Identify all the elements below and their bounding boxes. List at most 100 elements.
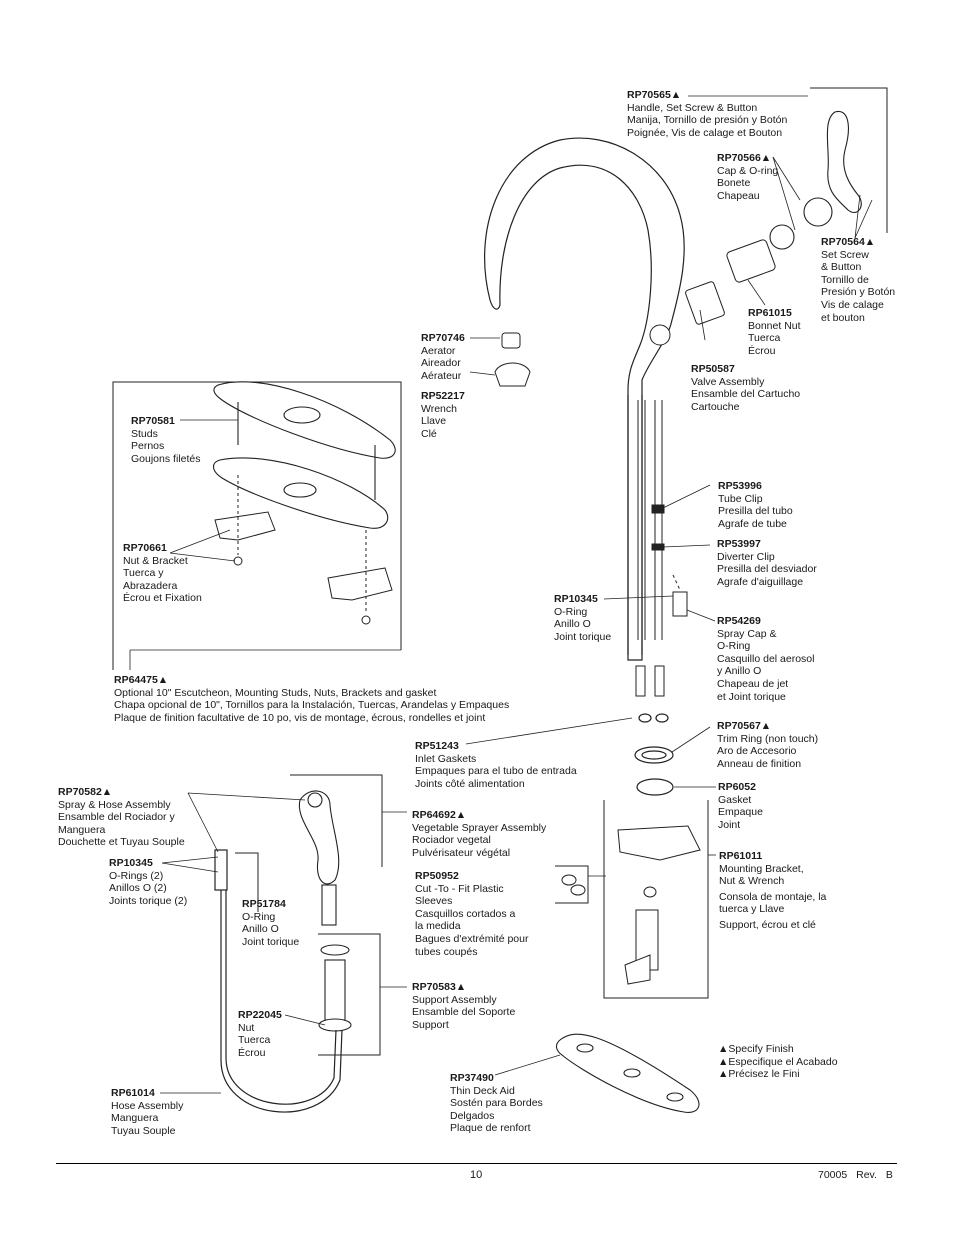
finish-note: ▲Specify Finish ▲Especifique el Acabado …: [718, 1043, 838, 1081]
part-desc: Tuerca: [748, 332, 781, 345]
page-number: 10: [470, 1169, 483, 1181]
part-code: RP6052: [718, 781, 756, 793]
part-label-rp70565: RP70565▲ Handle, Set Screw & Button Mani…: [627, 89, 787, 139]
part-label-rp51243: RP51243 Inlet Gaskets Empaques para el t…: [415, 740, 577, 790]
part-label-rp10345-2: RP10345 O-Rings (2) Anillos O (2) Joints…: [109, 857, 187, 907]
part-label-rp70746: RP70746 Aerator Aireador Aérateur: [421, 332, 465, 382]
part-desc: y Anillo O: [717, 665, 762, 678]
part-desc: Anneau de finition: [717, 757, 802, 770]
part-code: RP10345: [554, 593, 598, 605]
finish-note-line: ▲Précisez le Fini: [718, 1068, 800, 1081]
part-label-rp64692: RP64692▲ Vegetable Sprayer Assembly Roci…: [412, 809, 546, 859]
part-desc: Joint torique: [554, 630, 612, 643]
part-desc: Anillo O: [242, 923, 279, 936]
part-desc: Inlet Gaskets: [415, 752, 477, 765]
revision-label: Rev. B: [856, 1169, 893, 1181]
part-code: RP70582▲: [58, 786, 113, 798]
part-desc: O-Ring: [717, 640, 751, 653]
part-desc: la medida: [415, 920, 461, 933]
part-label-rp52217: RP52217 Wrench Llave Clé: [421, 390, 465, 440]
document-number: 70005: [818, 1169, 848, 1181]
part-desc: & Button: [821, 261, 862, 274]
part-desc: Goujons filetés: [131, 452, 201, 465]
part-desc: Joints côté alimentation: [415, 777, 525, 790]
part-desc: Vis de calage: [821, 298, 884, 311]
part-label-rp61015: RP61015 Bonnet Nut Tuerca Écrou: [748, 307, 801, 357]
part-desc: Bonete: [717, 177, 751, 190]
part-label-rp61011: RP61011 Mounting Bracket, Nut & Wrench C…: [719, 850, 826, 932]
part-code: RP70564▲: [821, 236, 876, 248]
part-code: RP61011: [719, 850, 763, 862]
part-desc: Hose Assembly: [111, 1099, 184, 1112]
footer-rule: [56, 1163, 897, 1164]
part-desc: Spray Cap &: [717, 627, 777, 640]
part-desc: Agrafe d'aiguillage: [717, 575, 804, 588]
part-desc: O-Rings (2): [109, 869, 164, 882]
finish-note-line: ▲Specify Finish: [718, 1043, 794, 1055]
part-label-rp37490: RP37490 Thin Deck Aid Sostén para Bordes…: [450, 1072, 543, 1135]
part-desc: O-Ring: [554, 605, 588, 618]
part-desc: Plaque de renfort: [450, 1122, 531, 1135]
part-desc: Écrou et Fixation: [123, 592, 202, 605]
part-desc: Rociador vegetal: [412, 834, 491, 847]
document-revision: 70005 Rev. B: [818, 1169, 893, 1181]
part-desc: Studs: [131, 427, 158, 440]
part-desc: Cartouche: [691, 400, 740, 413]
part-desc: Manguera: [111, 1112, 159, 1125]
part-desc: Écrou: [238, 1046, 266, 1059]
part-desc: Joints torique (2): [109, 894, 188, 907]
part-code: RP70661: [123, 542, 167, 554]
part-code: RP53996: [718, 480, 762, 492]
part-label-rp64475: RP64475▲ Optional 10" Escutcheon, Mounti…: [114, 674, 509, 724]
part-label-rp50587: RP50587 Valve Assembly Ensamble del Cart…: [691, 363, 800, 413]
valve-cartridge: [649, 239, 776, 346]
part-code: RP61014: [111, 1087, 155, 1099]
part-code: RP50587: [691, 363, 735, 375]
part-code: RP70746: [421, 332, 465, 344]
part-label-rp50952: RP50952 Cut -To - Fit Plastic Sleeves Ca…: [415, 870, 529, 958]
part-desc: Plaque de finition facultative de 10 po,…: [114, 711, 486, 724]
part-code: RP54269: [717, 615, 761, 627]
hose-part: [214, 849, 343, 1113]
finish-note-line: ▲Especifique el Acabado: [718, 1055, 838, 1068]
mounting-bracket-part: [617, 825, 701, 985]
part-code: RP10345: [109, 857, 153, 869]
part-code: RP50952: [415, 870, 459, 882]
part-desc: Thin Deck Aid: [450, 1084, 515, 1097]
part-desc: Aro de Accesorio: [717, 745, 797, 758]
part-code: RP53997: [717, 538, 761, 550]
frame-spray-bracket: [235, 852, 259, 912]
part-desc: Spray & Hose Assembly: [58, 798, 171, 811]
part-code: RP22045: [238, 1009, 282, 1021]
part-desc: Bagues d'extrémité pour: [415, 932, 529, 945]
part-desc: Gasket: [718, 793, 752, 806]
part-desc: Douchette et Tuyau Souple: [58, 836, 185, 849]
part-code: RP70567▲: [717, 720, 772, 732]
part-code: RP52217: [421, 390, 465, 402]
part-label-rp54269: RP54269 Spray Cap & O-Ring Casquillo del…: [717, 615, 814, 703]
part-desc: Cap & O-ring: [717, 164, 779, 177]
part-desc: Nut & Wrench: [719, 875, 785, 888]
part-desc: Consola de montaje, la: [719, 890, 827, 903]
part-desc: Presión y Botón: [821, 286, 896, 299]
part-code: RP51243: [415, 740, 459, 752]
part-desc: Valve Assembly: [691, 375, 765, 388]
escutcheon-plate: [212, 381, 396, 529]
part-desc: Pulvérisateur végétal: [412, 846, 511, 859]
plastic-sleeves: [561, 874, 586, 896]
part-desc: Support, écrou et clé: [719, 918, 816, 931]
part-desc: Sostén para Bordes: [450, 1097, 543, 1110]
part-desc: Tornillo de: [821, 273, 869, 286]
frame-handle-box: [810, 87, 888, 233]
supply-tubes: [635, 400, 665, 697]
trim-ring-and-gasket: [634, 713, 674, 796]
part-desc: Écrou: [748, 344, 776, 357]
part-desc: tubes coupés: [415, 945, 478, 958]
part-desc: Anillos O (2): [109, 882, 167, 895]
part-desc: Mounting Bracket,: [719, 862, 804, 875]
part-desc: Sleeves: [415, 895, 453, 908]
part-code: RP64692▲: [412, 809, 467, 821]
part-desc: Ensamble del Cartucho: [691, 388, 801, 401]
part-desc: Chapeau de jet: [717, 677, 789, 690]
